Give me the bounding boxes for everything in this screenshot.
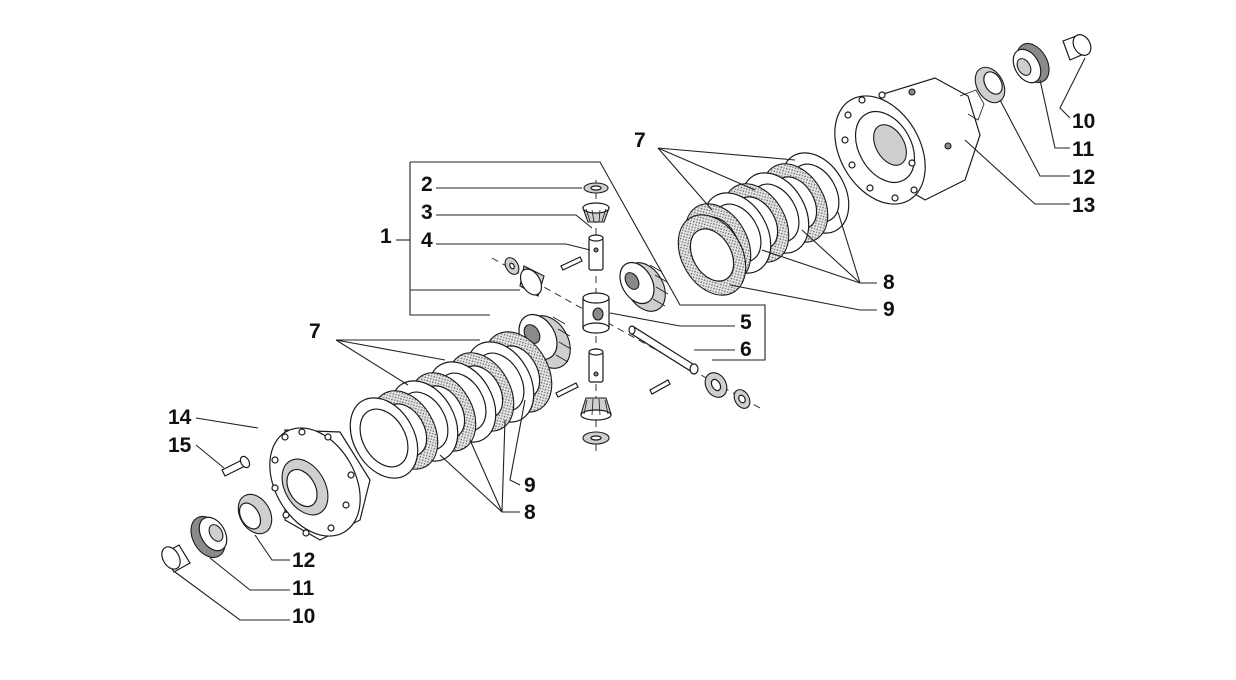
callout-8-top: 8 [883, 271, 895, 294]
callout-10-top: 10 [1072, 110, 1095, 133]
callout-7-left: 7 [309, 320, 321, 343]
thrust-washer-top [583, 182, 609, 194]
adjusting-ring-lower [190, 515, 228, 559]
cross-shaft-upper [588, 234, 604, 271]
pinion-gear-top [582, 202, 610, 223]
pinion-gear-left [519, 265, 545, 297]
thrust-washer-left [504, 257, 520, 275]
callout-labels: 1 2 3 4 5 6 7 8 9 10 11 12 13 7 9 8 14 1… [168, 110, 1095, 628]
callout-7-top: 7 [634, 129, 646, 152]
clutch-pack-upper [677, 152, 850, 296]
clutch-plate-lower-5 [349, 397, 419, 479]
callout-2: 2 [421, 173, 433, 196]
callout-6: 6 [740, 338, 752, 361]
callout-5: 5 [740, 311, 752, 334]
roll-pin-lower-right [649, 379, 671, 395]
bearing-upper [974, 66, 1006, 104]
callout-4: 4 [421, 229, 433, 252]
cross-spider-block [582, 292, 610, 334]
callout-3: 3 [421, 201, 433, 224]
pinion-shaft-long [628, 325, 699, 375]
bearing-lower [237, 493, 273, 535]
callout-14: 14 [168, 406, 192, 429]
differential-housing-upper [834, 77, 985, 205]
callout-13: 13 [1072, 194, 1095, 217]
bearing-cup-lower [161, 544, 191, 573]
side-gear-upper [619, 261, 669, 312]
pinion-gear-right [704, 372, 728, 398]
housing-bolt [221, 455, 251, 477]
roll-pin-lower-left [555, 382, 579, 398]
cross-shaft-lower [588, 348, 604, 383]
callout-1: 1 [380, 225, 392, 248]
callout-10-bottom: 10 [292, 605, 315, 628]
thrust-washer-right [733, 389, 751, 409]
roll-pin-upper [560, 256, 583, 271]
callout-15: 15 [168, 434, 192, 457]
callout-8-bottom: 8 [524, 501, 536, 524]
adjusting-ring-upper [1012, 42, 1050, 84]
callout-12-top: 12 [1072, 166, 1095, 189]
callout-9-bottom: 9 [524, 474, 536, 497]
bearing-cup-upper [1062, 34, 1092, 61]
leader-lines [174, 57, 1086, 621]
pinion-gear-bottom [580, 397, 612, 421]
clutch-pack-lower [349, 331, 553, 479]
differential-housing-lower [269, 427, 371, 541]
callout-11-bottom: 11 [292, 577, 315, 600]
thrust-washer-bottom [582, 431, 610, 445]
callout-9-top: 9 [883, 298, 895, 321]
clutch-plate-upper-4 [677, 214, 747, 296]
callout-12-bottom: 12 [292, 549, 315, 572]
callout-11-top: 11 [1072, 138, 1095, 161]
